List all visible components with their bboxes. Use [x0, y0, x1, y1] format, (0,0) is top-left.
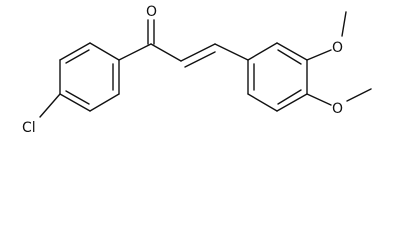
chlorine-bond [39, 93, 61, 118]
alkene-double-bond [180, 43, 216, 62]
ring-b-bond [276, 42, 308, 61]
ring-b-inner-bond [277, 49, 302, 65]
ring-a-bond [59, 42, 91, 61]
upper-methyl-bond [341, 11, 347, 37]
ring-b-bond [276, 93, 308, 112]
lower-methyl-bond [346, 88, 372, 102]
ring-a-inner-bond [65, 90, 90, 105]
ring-a-bond [89, 93, 120, 112]
chlorine-label: Cl [22, 120, 36, 136]
alkene-double-bond [184, 51, 216, 68]
chlorophenyl-ring [59, 42, 120, 112]
ring-b-bond [247, 42, 278, 61]
dimethoxyphenyl-ring [247, 42, 308, 112]
ring-a-bond [59, 93, 91, 112]
upper-methoxy-bond [306, 49, 332, 61]
aryl-carbonyl-bond [118, 43, 152, 61]
ring-b-bond [247, 93, 278, 112]
ring-b-inner-bond [277, 89, 302, 105]
ring-a-inner-bond [65, 49, 90, 64]
ring-a-bond [89, 42, 120, 61]
upper-methoxy-oxygen-label: O [332, 40, 343, 56]
chemical-structure: Cl O O O [22, 4, 372, 136]
carbonyl-alpha-bond [150, 43, 182, 62]
carbonyl-oxygen-label: O [146, 4, 157, 20]
lower-methoxy-bond [306, 93, 332, 106]
lower-methoxy-oxygen-label: O [332, 101, 343, 117]
alkene-aryl-bond [214, 43, 249, 61]
